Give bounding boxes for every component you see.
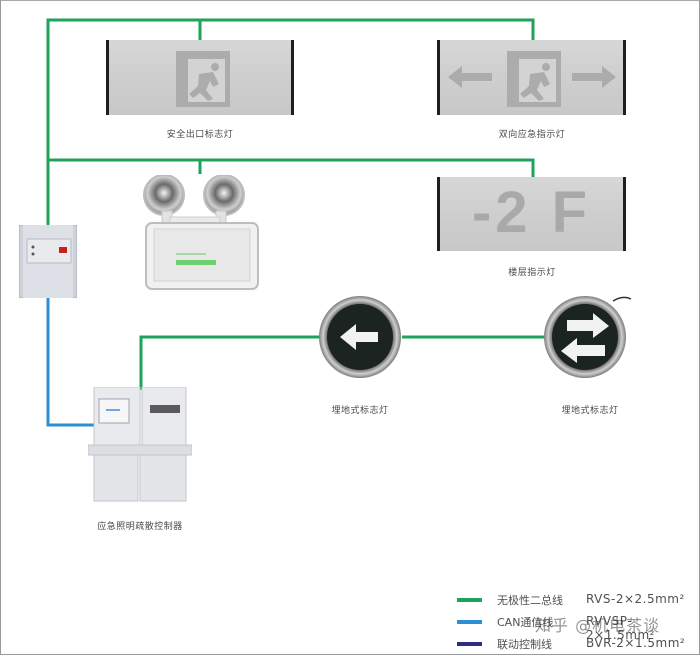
legend-name: 无极性二总线	[497, 594, 563, 607]
legend-swatch-bus	[457, 598, 482, 602]
control-cabinet-icon	[87, 386, 193, 502]
exit-sign-label: 安全出口标志灯	[166, 130, 234, 140]
legend-name: CAN通信线	[497, 616, 554, 629]
legend-item: CAN通信线 RVVSP-2×1.5mm²	[455, 612, 695, 642]
legend-spec: BVR-2×1.5mm²	[586, 636, 686, 650]
bus-line-top	[46, 18, 535, 227]
floor-sign-label: 楼层指示灯	[508, 268, 556, 278]
arrow-right-icon	[567, 313, 609, 338]
legend-swatch-control	[457, 642, 482, 646]
legend-item: 无极性二总线 RVS-2×2.5mm²	[455, 590, 695, 612]
inground-sign-right-icon	[544, 296, 632, 378]
legend-name: 联动控制线	[497, 638, 552, 651]
watermark: 知乎 @机电茶谈	[535, 616, 661, 635]
bus-lines	[46, 18, 545, 390]
bidirectional-sign	[437, 40, 626, 115]
distribution-box-icon	[18, 224, 78, 299]
bidirectional-sign-label: 双向应急指示灯	[498, 130, 566, 140]
legend-swatch-can	[457, 620, 482, 624]
inground-sign-right-label: 埋地式标志灯	[561, 406, 619, 416]
distribution-box	[18, 224, 78, 299]
twin-head-emergency-light	[140, 174, 264, 295]
legend-spec: RVVSP-2×1.5mm²	[586, 614, 655, 642]
controller-label: 应急照明疏散控制器	[97, 522, 183, 532]
legend: 无极性二总线 RVS-2×2.5mm² CAN通信线 RVVSP-2×1.5mm…	[455, 590, 695, 656]
arrow-left-icon	[448, 66, 492, 88]
inground-sign-left-icon	[319, 296, 401, 378]
inground-sign-left	[318, 295, 402, 379]
arrow-left-icon	[340, 324, 378, 350]
controller-cabinet	[87, 386, 193, 503]
inground-sign-right	[543, 293, 633, 381]
inground-sign-left-label: 埋地式标志灯	[331, 406, 389, 416]
exit-sign	[106, 40, 294, 115]
floor-sign-text: -2 F	[471, 180, 592, 245]
arrow-left-icon	[561, 338, 605, 363]
bus-line-controller-to-inground	[139, 335, 320, 390]
floor-sign: -2 F	[437, 177, 626, 251]
legend-spec: RVS-2×2.5mm²	[586, 592, 685, 606]
can-line-box-to-controller	[46, 298, 95, 427]
arrow-right-icon	[572, 66, 616, 88]
legend-item: 联动控制线 BVR-2×1.5mm²	[455, 634, 695, 656]
bus-line-middle	[48, 158, 535, 178]
twin-head-light-icon	[143, 174, 259, 290]
running-man-exit-icon	[176, 51, 230, 107]
running-man-exit-icon	[448, 51, 616, 107]
